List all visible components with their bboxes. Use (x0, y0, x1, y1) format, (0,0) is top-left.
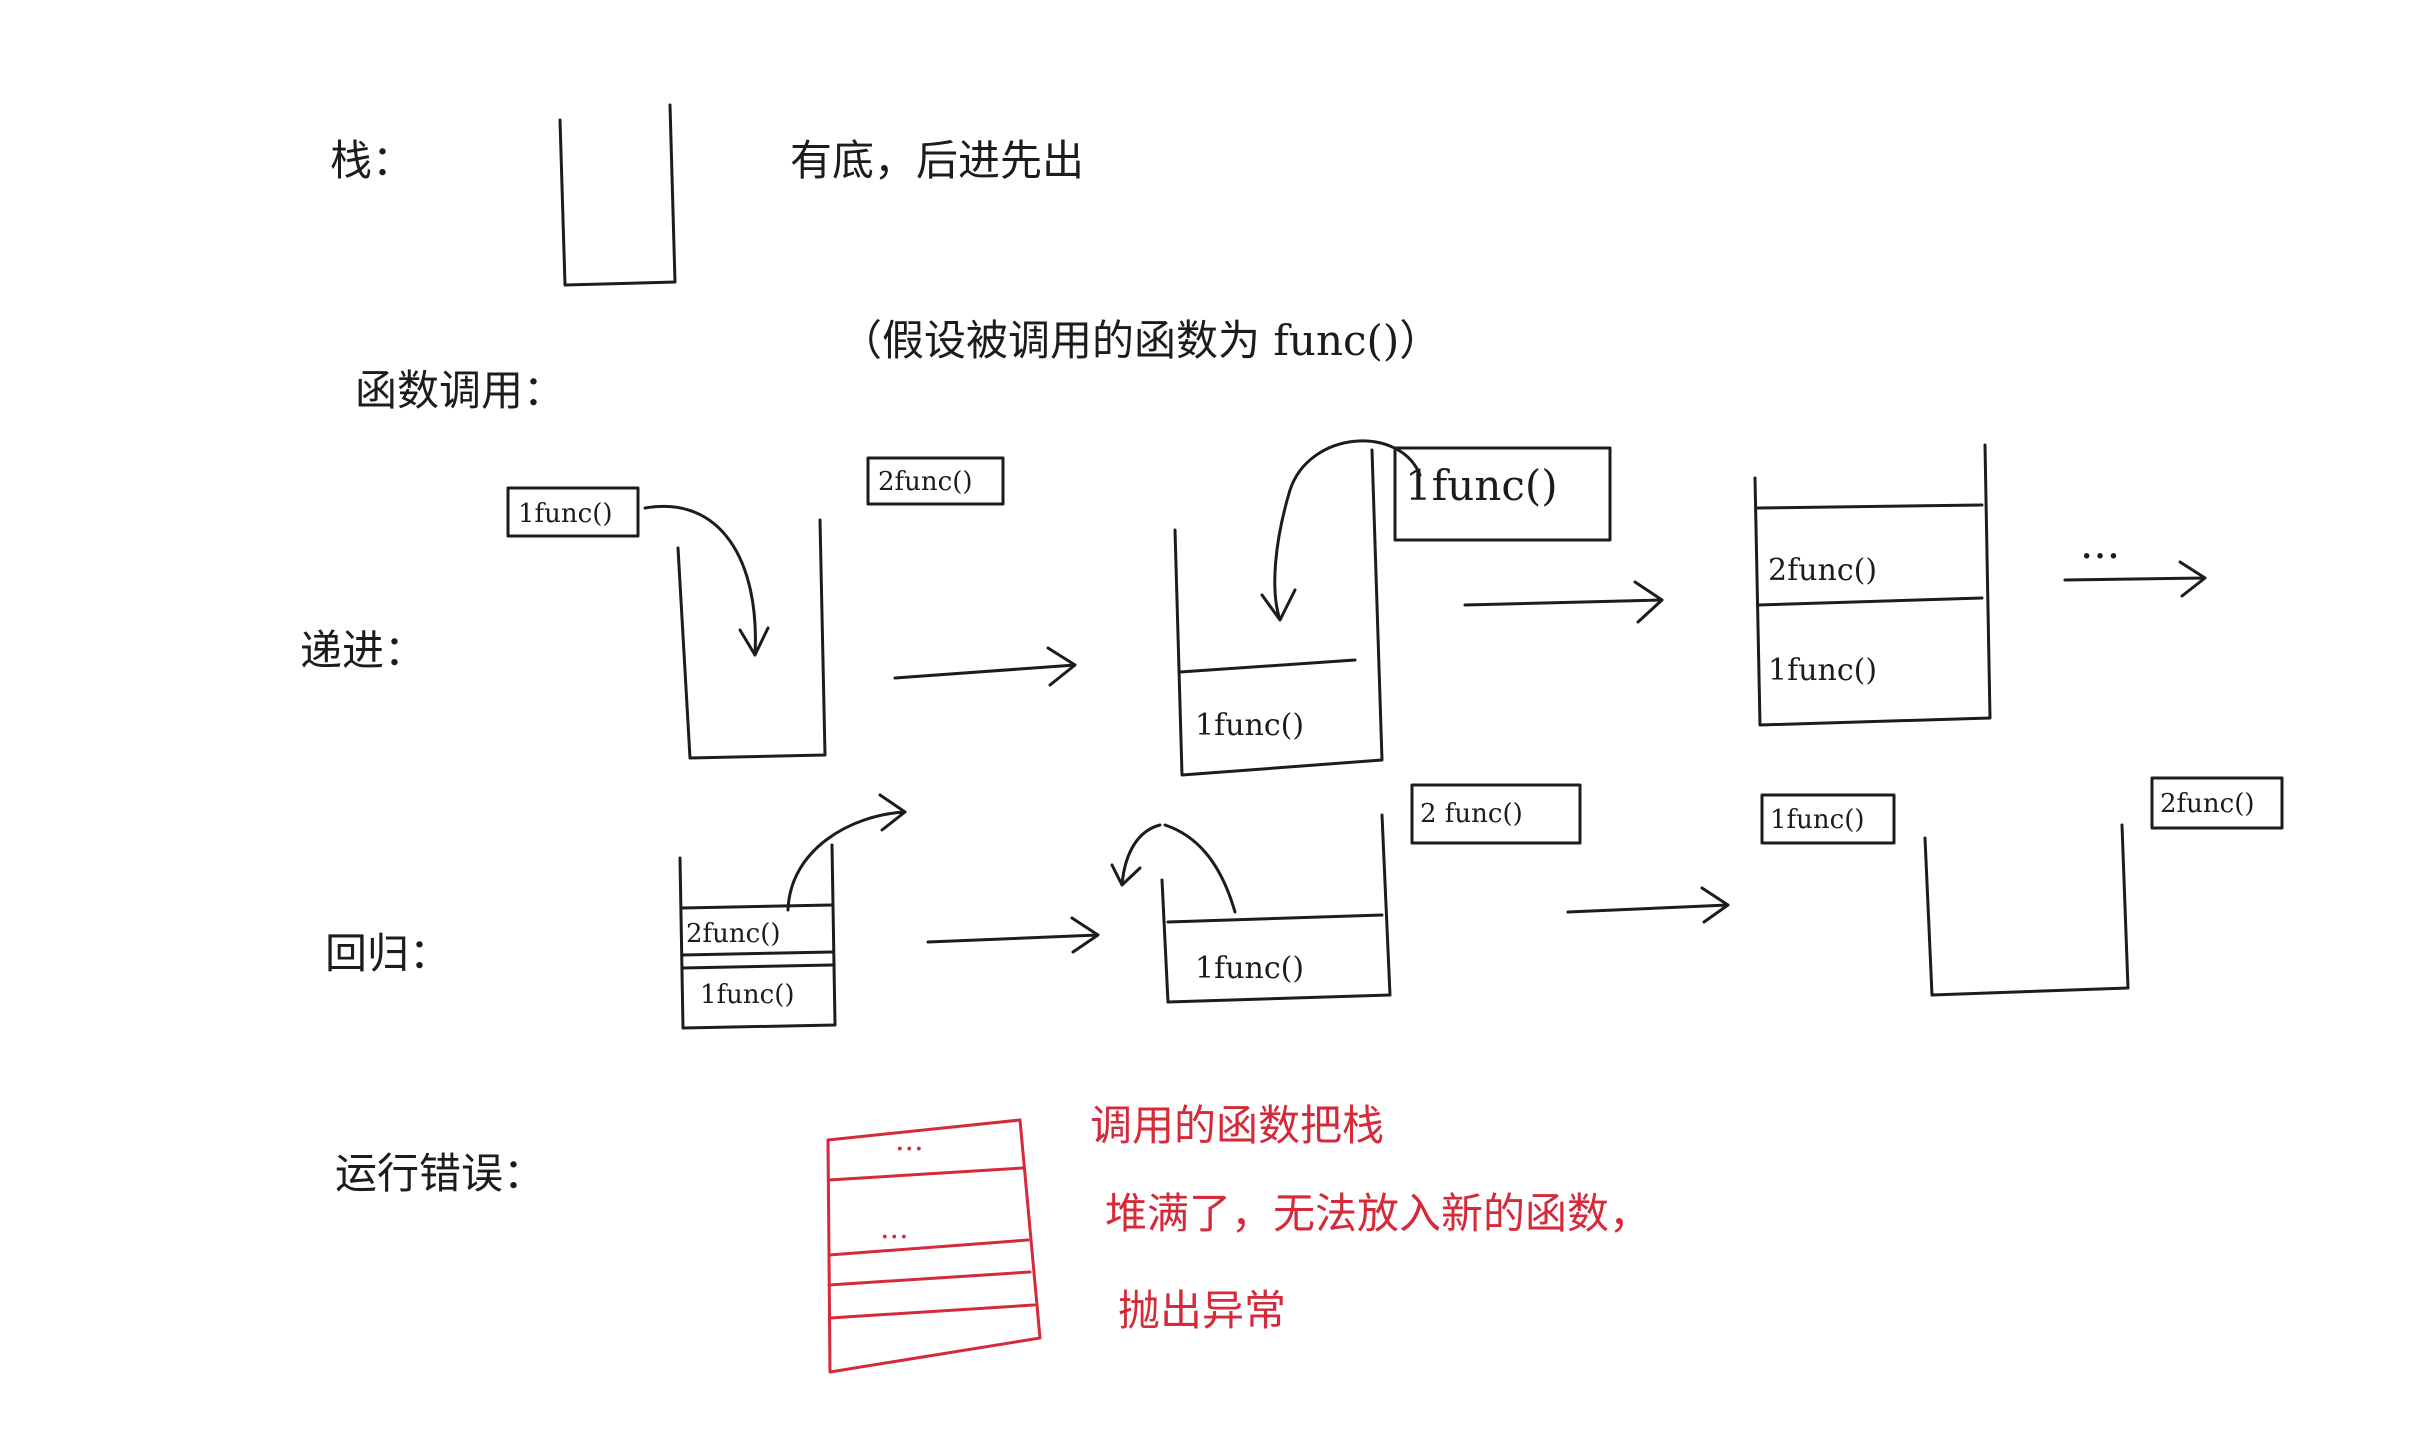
push-tag-2func: 2func() (866, 456, 1005, 506)
error-note-line-3: 抛出异常 (1118, 1286, 1286, 1335)
push-continue-arrow (2063, 560, 2207, 598)
pop-tag-1func: 1func() (1760, 793, 1896, 845)
push-tag-1func: 1func() (506, 486, 640, 538)
error-note-line-1: 调用的函数把栈 (1090, 1101, 1384, 1150)
push-stack-two-top: 2func() (1768, 553, 1877, 588)
pop-tag-2func: 2 func() (1410, 783, 1582, 845)
svg-text:1func(): 1func() (1405, 461, 1558, 510)
error-note-line-2: 堆满了，无法放入新的函数， (1105, 1189, 1651, 1238)
push-label: 递进： (300, 626, 426, 675)
pop-stack-two-bottom: 1func() (700, 980, 795, 1010)
stack-description: 有底，后进先出 (790, 136, 1084, 185)
pop-stack-two (678, 843, 837, 1030)
push-stack-one (1173, 448, 1384, 777)
svg-text:2func(): 2func() (2160, 789, 2255, 819)
pop-stack-two-top: 2func() (686, 919, 781, 949)
push-tag-1func-second: 1func() (1393, 446, 1612, 542)
push-continue-dots: ... (2080, 519, 2120, 568)
svg-text:1func(): 1func() (1770, 805, 1865, 835)
stack-label: 栈： (330, 136, 414, 185)
svg-text:...: ... (895, 1123, 924, 1158)
svg-text:1func(): 1func() (518, 499, 613, 529)
pop-label: 回归： (325, 929, 451, 978)
pop-arrow-2 (1566, 886, 1730, 924)
pop-out-arrow-2 (1110, 823, 1237, 914)
empty-stack-icon (558, 103, 677, 287)
overflow-stack: ... ... (826, 1118, 1042, 1374)
push-stack-two-bottom: 1func() (1768, 653, 1877, 688)
push-recursive-arrow (1260, 439, 1422, 622)
push-stack-empty (676, 518, 827, 760)
svg-text:2 func(): 2 func() (1420, 799, 1523, 829)
runtime-error-label: 运行错误： (335, 1149, 545, 1198)
pop-stack-one-cell: 1func() (1195, 951, 1304, 986)
svg-text:2func(): 2func() (878, 467, 973, 497)
pop-out-arrow-1 (786, 793, 907, 912)
push-stack-one-cell: 1func() (1195, 708, 1304, 743)
function-call-description: （假设被调用的函数为 func()） (840, 316, 1441, 365)
pop-stack-empty (1923, 823, 2130, 997)
svg-text:...: ... (880, 1211, 909, 1246)
pop-arrow-1 (926, 916, 1100, 954)
push-in-arrow (643, 504, 770, 657)
push-arrow-2 (1463, 580, 1664, 624)
pop-stack-one (1160, 813, 1392, 1004)
function-call-label: 函数调用： (355, 366, 565, 415)
push-stack-two (1753, 443, 1992, 727)
push-arrow-1 (893, 646, 1077, 687)
pop-tag-2func-second: 2func() (2150, 776, 2284, 830)
